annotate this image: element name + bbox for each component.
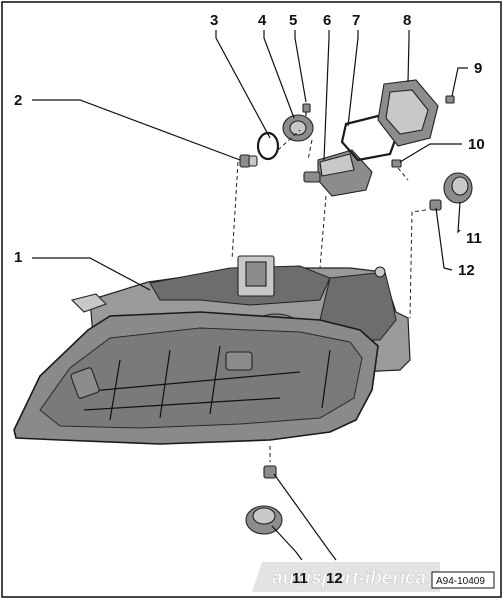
callout-labels: 1 2 3 4 5 6 7 8 9 10 11 12 11 12: [14, 12, 485, 587]
part-3-o-ring: [256, 131, 280, 161]
part-4-cover-cap: [282, 114, 314, 142]
callout-4: 4: [258, 12, 267, 29]
part-9-screw: [445, 95, 455, 104]
callout-8: 8: [403, 12, 411, 29]
callout-5: 5: [289, 12, 297, 29]
callout-12-lower: 12: [326, 570, 343, 587]
callout-11-upper: 11: [466, 230, 482, 247]
callout-7: 7: [352, 12, 360, 29]
callout-6: 6: [323, 12, 331, 29]
callout-9: 9: [474, 60, 482, 77]
callout-1: 1: [14, 249, 22, 266]
watermark: audisport-iberica: [252, 562, 440, 592]
callout-10: 10: [468, 136, 485, 153]
part-11-cap-lower: [245, 505, 283, 535]
part-7-gasket: [340, 114, 400, 162]
part-12-bulb-lower: [263, 465, 277, 479]
part-11-cap-upper: [443, 172, 473, 204]
headlight-lens: [13, 311, 379, 445]
part-8-cover-plate: [377, 79, 439, 147]
reference-code-box: A94-10409: [431, 571, 495, 589]
part-12-bulb-upper: [429, 199, 442, 211]
callout-12-upper: 12: [458, 262, 475, 279]
watermark-text: audisport-iberica: [272, 568, 427, 589]
callout-11-lower: 11: [292, 570, 308, 587]
assembly-lines: [231, 129, 427, 462]
part-10-screw: [391, 159, 402, 168]
part-6-control-unit: [303, 149, 373, 197]
callout-2: 2: [14, 92, 22, 109]
leader-lines: [32, 30, 468, 561]
part-5-screw: [302, 103, 311, 116]
callout-3: 3: [210, 12, 218, 29]
reference-code: A94-10409: [436, 576, 485, 587]
part-2-bulb: [239, 154, 258, 168]
